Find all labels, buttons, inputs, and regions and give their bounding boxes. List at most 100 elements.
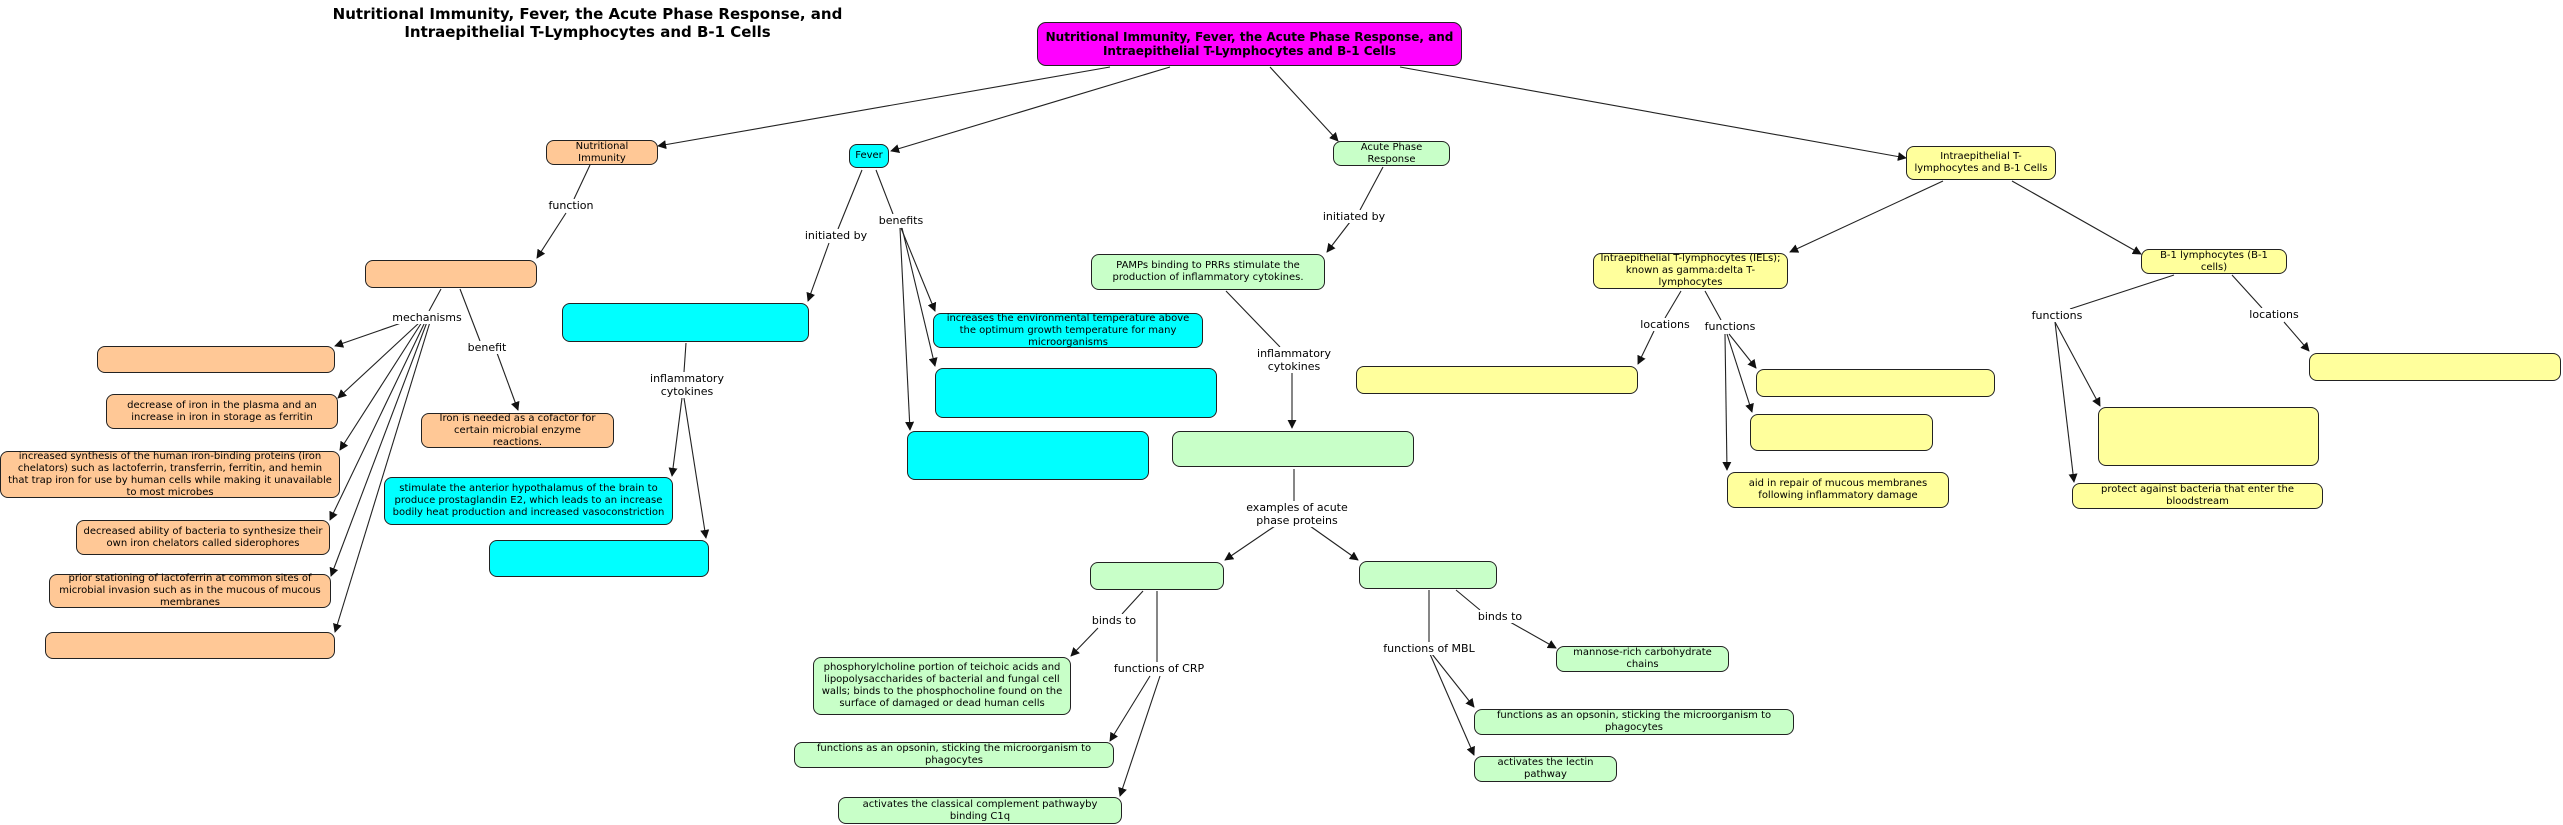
connector-arrow: [329, 321, 426, 521]
crp-binds-node[interactable]: phosphorylcholine portion of teichoic ac…: [813, 657, 1071, 715]
connector-arrow: [2011, 180, 2142, 255]
connector-line: [683, 342, 687, 373]
link-label-inflammatory-cytokines-fever: inflammatory cytokines: [640, 372, 734, 398]
ni-mechanism-5-node[interactable]: prior stationing of lactoferrin at commo…: [49, 573, 331, 608]
link-label-examples: examples of acute phase proteins: [1240, 501, 1354, 527]
link-label-function: function: [544, 199, 598, 212]
connector-line: [1359, 166, 1384, 211]
connector-line: [1121, 590, 1144, 615]
nutritional-immunity-node[interactable]: Nutritional Immunity: [546, 140, 658, 165]
connector-line: [1704, 290, 1722, 321]
connector-arrow: [1637, 330, 1655, 365]
connector-line: [1664, 290, 1682, 319]
b1-function-blank-node[interactable]: [2098, 407, 2319, 466]
fever-cytokine-blank-node[interactable]: [489, 540, 709, 577]
connector-arrow: [668, 397, 683, 477]
connector-arrow: [657, 66, 1111, 150]
ni-benefit-node[interactable]: Iron is needed as a cofactor for certain…: [421, 413, 614, 448]
crp-function-2-node[interactable]: activates the classical complement pathw…: [838, 797, 1122, 824]
root-node[interactable]: Nutritional Immunity, Fever, the Acute P…: [1037, 22, 1462, 66]
connector-line: [573, 164, 591, 200]
ni-mechanism-2-node[interactable]: decrease of iron in the plasma and an in…: [106, 394, 338, 429]
mbl-node[interactable]: [1359, 561, 1497, 589]
crp-function-1-node[interactable]: functions as an opsonin, sticking the mi…: [794, 742, 1114, 768]
connector-arrow: [901, 227, 938, 367]
connector-arrow: [683, 397, 710, 539]
link-label-locations-iel: locations: [1635, 318, 1695, 331]
connector-line: [1455, 589, 1481, 611]
b1-node[interactable]: B-1 lymphocytes (B-1 cells): [2141, 249, 2287, 274]
fever-benefit-3-node[interactable]: [907, 431, 1149, 480]
iels-node[interactable]: Intraepithelial T-lymphocytes (IELs); kn…: [1593, 253, 1788, 289]
connector-line: [2231, 274, 2263, 309]
connector-arrow: [1326, 221, 1351, 253]
connector-line: [875, 169, 894, 215]
iel-location-blank-node[interactable]: [1356, 366, 1638, 394]
connector-arrow: [890, 66, 1171, 153]
connector-arrow: [536, 212, 567, 259]
link-label-initiated-by-fever: initiated by: [800, 229, 872, 242]
fever-benefit-1-node[interactable]: increases the environmental temperature …: [933, 313, 1203, 348]
b1-function-2-node[interactable]: protect against bacteria that enter the …: [2072, 483, 2323, 509]
connector-arrow: [1399, 66, 1907, 161]
connector-arrow: [1728, 333, 1757, 369]
ni-mechanism-3-node[interactable]: increased synthesis of the human iron-bi…: [0, 451, 340, 498]
link-label-functions-of-mbl: functions of MBL: [1380, 642, 1478, 655]
iel-b1-node[interactable]: Intraepithelial T-lymphocytes and B-1 Ce…: [1906, 146, 2056, 180]
connector-arrow: [333, 321, 431, 633]
connector-line: [2069, 274, 2175, 310]
connector-arrow: [1789, 180, 1944, 253]
link-label-functions-b1: functions: [2027, 309, 2087, 322]
link-label-locations-b1: locations: [2244, 308, 2304, 321]
crp-node[interactable]: [1090, 562, 1224, 590]
connector-arrow: [1309, 525, 1359, 561]
link-label-binds-to-crp: binds to: [1087, 614, 1141, 627]
ni-mechanism-6-node[interactable]: [45, 632, 335, 659]
page-title: Nutritional Immunity, Fever, the Acute P…: [332, 5, 843, 41]
connector-arrow: [496, 352, 520, 411]
fever-benefit-2-node[interactable]: [935, 368, 1217, 418]
mbl-binds-node[interactable]: mannose-rich carbohydrate chains: [1556, 646, 1729, 672]
link-label-functions-iel: functions: [1700, 320, 1760, 333]
iel-function-1-node[interactable]: [1756, 369, 1995, 397]
ni-mechanism-4-node[interactable]: decreased ability of bacteria to synthes…: [76, 520, 330, 555]
mbl-function-2-node[interactable]: activates the lectin pathway: [1474, 756, 1617, 782]
connector-arrow: [334, 321, 405, 348]
connector-line: [837, 169, 863, 230]
connector-arrow: [329, 321, 428, 577]
link-label-initiated-by-apr: initiated by: [1318, 210, 1390, 223]
link-label-benefits: benefits: [875, 214, 927, 227]
connector-line: [428, 288, 442, 312]
fever-cytokine-effect-node[interactable]: stimulate the anterior hypothalamus of t…: [384, 477, 673, 525]
connector-arrow: [1224, 525, 1276, 561]
fever-initiated-blank-node[interactable]: [562, 303, 809, 342]
connector-arrow: [899, 227, 915, 431]
ni-function-blank-node[interactable]: [365, 260, 537, 288]
acute-phase-response-node[interactable]: Acute Phase Response: [1333, 141, 1450, 166]
link-label-functions-of-crp: functions of CRP: [1110, 662, 1208, 675]
connector-line: [1225, 290, 1281, 348]
mbl-function-1-node[interactable]: functions as an opsonin, sticking the mi…: [1474, 709, 1794, 735]
apr-cytokines-blank-node[interactable]: [1172, 431, 1414, 467]
iel-function-2-node[interactable]: [1750, 414, 1933, 451]
ni-mechanism-1-node[interactable]: [97, 346, 335, 373]
connector-arrow: [2054, 321, 2078, 483]
connector-arrow: [1509, 621, 1557, 649]
b1-location-blank-node[interactable]: [2309, 353, 2561, 381]
connector-arrow: [1722, 333, 1732, 471]
iel-function-3-node[interactable]: aid in repair of mucous membranes follow…: [1727, 472, 1949, 508]
connector-arrow: [1070, 627, 1099, 657]
connector-arrow: [1726, 333, 1754, 413]
fever-node[interactable]: Fever: [849, 144, 889, 168]
connector-arrow: [2054, 321, 2101, 407]
link-label-benefit: benefit: [464, 341, 510, 354]
apr-initiated-node[interactable]: PAMPs binding to PRRs stimulate the prod…: [1091, 254, 1325, 290]
connector-arrow: [900, 227, 937, 312]
link-label-inflammatory-cytokines-apr: inflammatory cytokines: [1247, 347, 1341, 373]
connector-arrow: [1118, 675, 1161, 797]
connector-arrow: [2283, 321, 2310, 352]
connector-arrow: [806, 242, 830, 302]
connector-arrow: [339, 321, 423, 451]
